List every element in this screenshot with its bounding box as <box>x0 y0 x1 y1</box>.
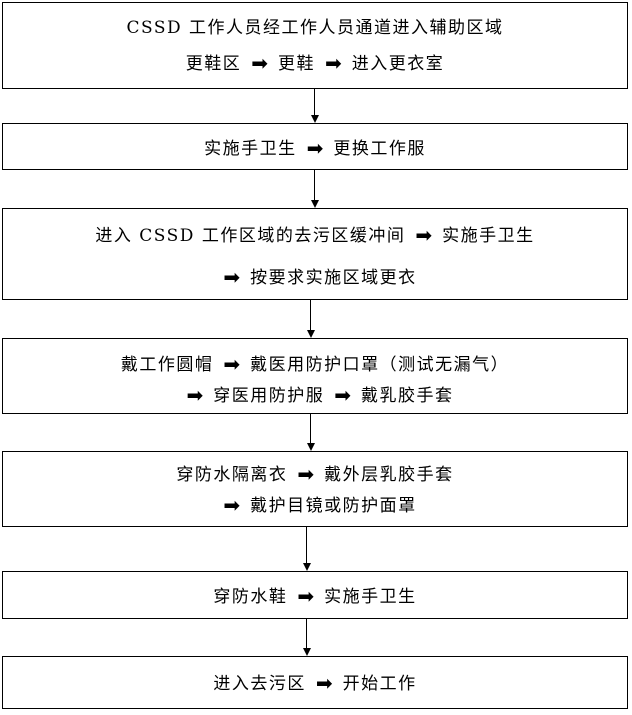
right-arrow-icon: ➡ <box>186 382 204 407</box>
step-text: CSSD 工作人员经工作人员通道进入辅助区域 <box>126 17 504 38</box>
step-text: 穿医用防护服 <box>213 385 325 406</box>
step-text: 穿防水隔离衣 <box>176 464 288 485</box>
down-arrow-head-icon <box>302 563 311 571</box>
down-arrow-icon <box>310 300 311 331</box>
step-box-1: CSSD 工作人员经工作人员通道进入辅助区域更鞋区 ➡ 更鞋 ➡ 进入更衣室 <box>2 2 628 89</box>
step-box-4: 戴工作圆帽 ➡ 戴医用防护口罩（测试无漏气） ➡ 穿医用防护服 ➡ 戴乳胶手套 <box>2 338 628 414</box>
down-arrow-head-icon <box>302 648 311 656</box>
step-4-line-1: 戴工作圆帽 ➡ 戴医用防护口罩（测试无漏气） <box>3 352 627 376</box>
down-arrow-icon <box>310 414 311 444</box>
step-text: 戴护目镜或防护面罩 <box>250 495 417 516</box>
down-arrow-head-icon <box>306 443 315 451</box>
right-arrow-icon: ➡ <box>315 670 333 695</box>
step-1-line-1: CSSD 工作人员经工作人员通道进入辅助区域 <box>3 15 627 39</box>
down-arrow-icon <box>306 527 307 564</box>
step-text: 实施手卫生 <box>442 225 535 246</box>
step-3-line-2: ➡ 按要求实施区域更衣 <box>3 265 627 289</box>
step-text: 更鞋 <box>278 53 315 74</box>
down-arrow-head-icon <box>310 115 319 123</box>
step-box-7: 进入去污区 ➡ 开始工作 <box>2 656 628 709</box>
step-text: 穿防水鞋 <box>213 586 288 607</box>
step-7-line-1: 进入去污区 ➡ 开始工作 <box>3 671 627 695</box>
down-arrow-icon <box>314 170 315 201</box>
right-arrow-icon: ➡ <box>297 461 315 486</box>
step-text: 进入 CSSD 工作区域的去污区缓冲间 <box>95 225 406 246</box>
step-text: 进入更衣室 <box>351 53 445 74</box>
step-6-line-1: 穿防水鞋 ➡ 实施手卫生 <box>3 584 627 608</box>
right-arrow-icon: ➡ <box>306 135 324 160</box>
step-2-line-1: 实施手卫生 ➡ 更换工作服 <box>3 136 627 160</box>
step-box-3: 进入 CSSD 工作区域的去污区缓冲间 ➡ 实施手卫生 ➡ 按要求实施区域更衣 <box>2 208 628 300</box>
down-arrow-head-icon <box>310 200 319 208</box>
step-text: 戴工作圆帽 <box>120 354 214 375</box>
step-text: 更换工作服 <box>333 138 426 159</box>
step-box-2: 实施手卫生 ➡ 更换工作服 <box>2 123 628 170</box>
step-5-line-1: 穿防水隔离衣 ➡ 戴外层乳胶手套 <box>3 462 627 486</box>
step-5-line-2: ➡ 戴护目镜或防护面罩 <box>3 493 627 517</box>
step-3-line-1: 进入 CSSD 工作区域的去污区缓冲间 ➡ 实施手卫生 <box>3 223 627 247</box>
right-arrow-icon: ➡ <box>325 50 342 75</box>
right-arrow-icon: ➡ <box>223 264 241 289</box>
down-arrow-icon <box>306 619 307 649</box>
down-arrow-icon <box>314 89 315 116</box>
step-text: 开始工作 <box>342 673 417 694</box>
step-text: 更鞋区 <box>185 53 242 74</box>
right-arrow-icon: ➡ <box>251 50 268 75</box>
step-1-line-2: 更鞋区 ➡ 更鞋 ➡ 进入更衣室 <box>3 51 627 75</box>
step-text: 戴乳胶手套 <box>361 385 454 406</box>
step-text: 戴医用防护口罩（测试无漏气） <box>250 354 510 375</box>
right-arrow-icon: ➡ <box>334 382 352 407</box>
right-arrow-icon: ➡ <box>415 222 433 247</box>
step-text: 进入去污区 <box>213 673 306 694</box>
right-arrow-icon: ➡ <box>223 351 241 376</box>
step-text: 实施手卫生 <box>204 138 297 159</box>
step-text: 实施手卫生 <box>324 586 417 607</box>
right-arrow-icon: ➡ <box>223 492 241 517</box>
step-text: 按要求实施区域更衣 <box>250 267 417 288</box>
step-box-6: 穿防水鞋 ➡ 实施手卫生 <box>2 571 628 619</box>
step-4-line-2: ➡ 穿医用防护服 ➡ 戴乳胶手套 <box>3 383 627 407</box>
down-arrow-head-icon <box>306 330 315 338</box>
step-box-5: 穿防水隔离衣 ➡ 戴外层乳胶手套 ➡ 戴护目镜或防护面罩 <box>2 451 628 527</box>
step-text: 戴外层乳胶手套 <box>324 464 454 485</box>
right-arrow-icon: ➡ <box>297 583 315 608</box>
